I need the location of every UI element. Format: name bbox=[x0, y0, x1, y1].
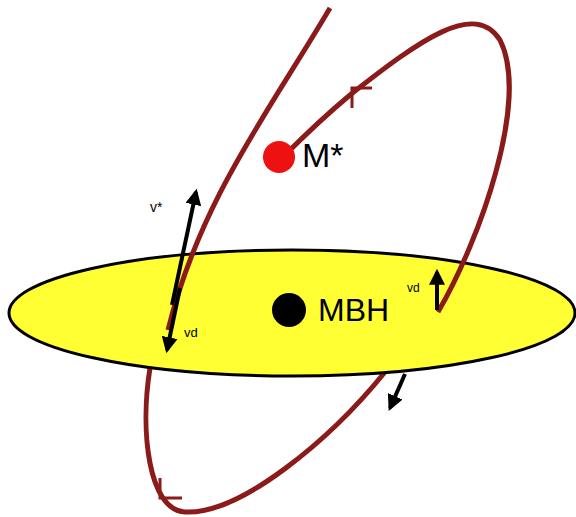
star bbox=[263, 141, 295, 173]
orbit-upper bbox=[285, 24, 509, 312]
velocity-arrow bbox=[167, 288, 180, 350]
star-mass: M* bbox=[302, 138, 344, 172]
orbit-tick bbox=[352, 88, 372, 108]
velocity-arrow bbox=[172, 192, 196, 305]
velocity-label: vd bbox=[184, 326, 198, 339]
velocity-arrow bbox=[390, 374, 405, 408]
orbit-tick bbox=[160, 478, 182, 498]
black-hole-mass: MBH bbox=[318, 294, 389, 326]
velocity-label: v* bbox=[150, 200, 162, 214]
velocity-label: vd bbox=[407, 282, 420, 294]
black-hole bbox=[272, 293, 306, 327]
orbit-lower bbox=[146, 368, 385, 512]
accretion-disk bbox=[9, 250, 575, 376]
velocity-arrow bbox=[435, 272, 439, 310]
